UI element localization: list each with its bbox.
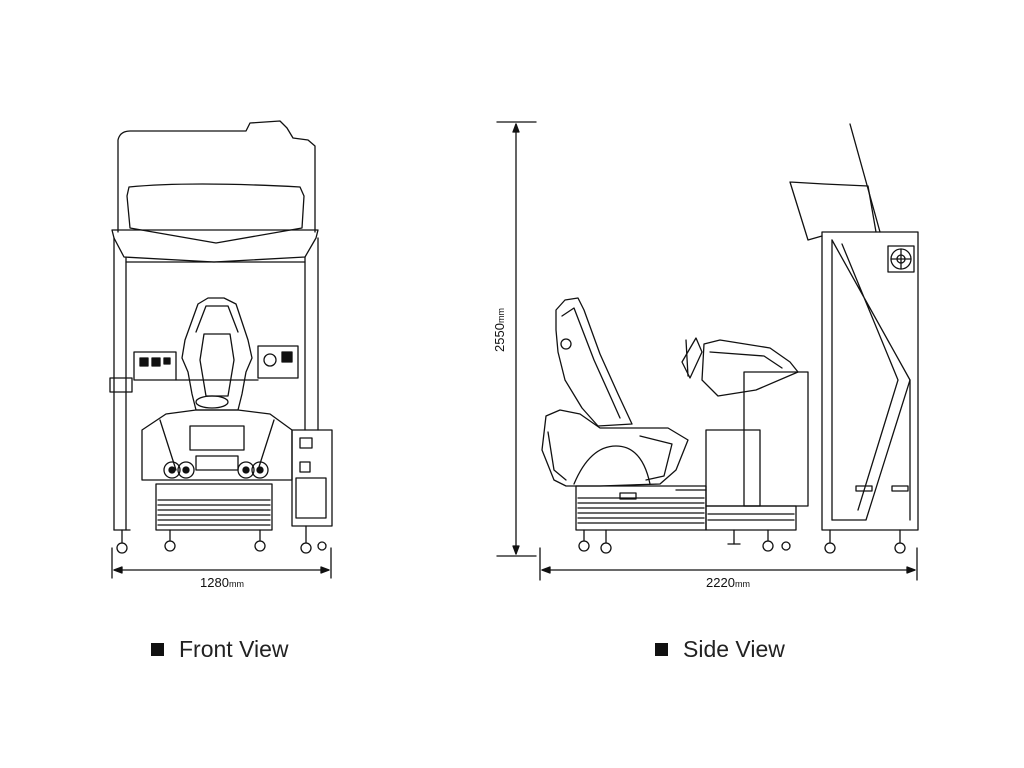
marquee-panel	[126, 183, 305, 244]
front-view-drawing	[109, 120, 333, 554]
coin-cabinet	[291, 429, 333, 527]
right-control-panel	[257, 345, 299, 379]
side-marquee	[789, 181, 877, 241]
side-casters	[578, 529, 906, 554]
base-block	[155, 483, 273, 531]
left-speakers	[163, 461, 195, 479]
side-seat-back	[555, 297, 633, 427]
pedal-housing	[705, 429, 761, 507]
support-column	[743, 371, 809, 507]
side-length-dimension	[539, 547, 918, 581]
dashboard-monitor	[701, 339, 799, 397]
side-view-label: Side View	[683, 636, 785, 662]
marquee-sign	[117, 120, 316, 233]
cockpit-body	[141, 409, 293, 481]
seat	[181, 297, 253, 411]
side-height-dimension	[496, 121, 537, 557]
front-view-caption: Front View	[151, 636, 289, 663]
front-width-label: 1280mm	[200, 575, 244, 590]
display-cabinet	[821, 231, 919, 531]
side-view-drawing	[541, 123, 919, 554]
front-view-label: Front View	[179, 636, 289, 662]
steering-wheel	[681, 337, 703, 379]
top-beam	[111, 229, 319, 263]
side-height-label: 2550mm	[492, 308, 507, 352]
side-length-label: 2220mm	[706, 575, 750, 590]
right-speakers	[237, 461, 269, 479]
bullet-square-icon	[655, 643, 668, 656]
side-view-caption: Side View	[655, 636, 785, 663]
bullet-square-icon	[151, 643, 164, 656]
front-casters	[116, 525, 327, 554]
side-cockpit-body	[541, 409, 689, 487]
left-control-panel	[133, 351, 177, 381]
fan-icon	[887, 245, 915, 273]
front-width-dimension	[111, 547, 332, 579]
